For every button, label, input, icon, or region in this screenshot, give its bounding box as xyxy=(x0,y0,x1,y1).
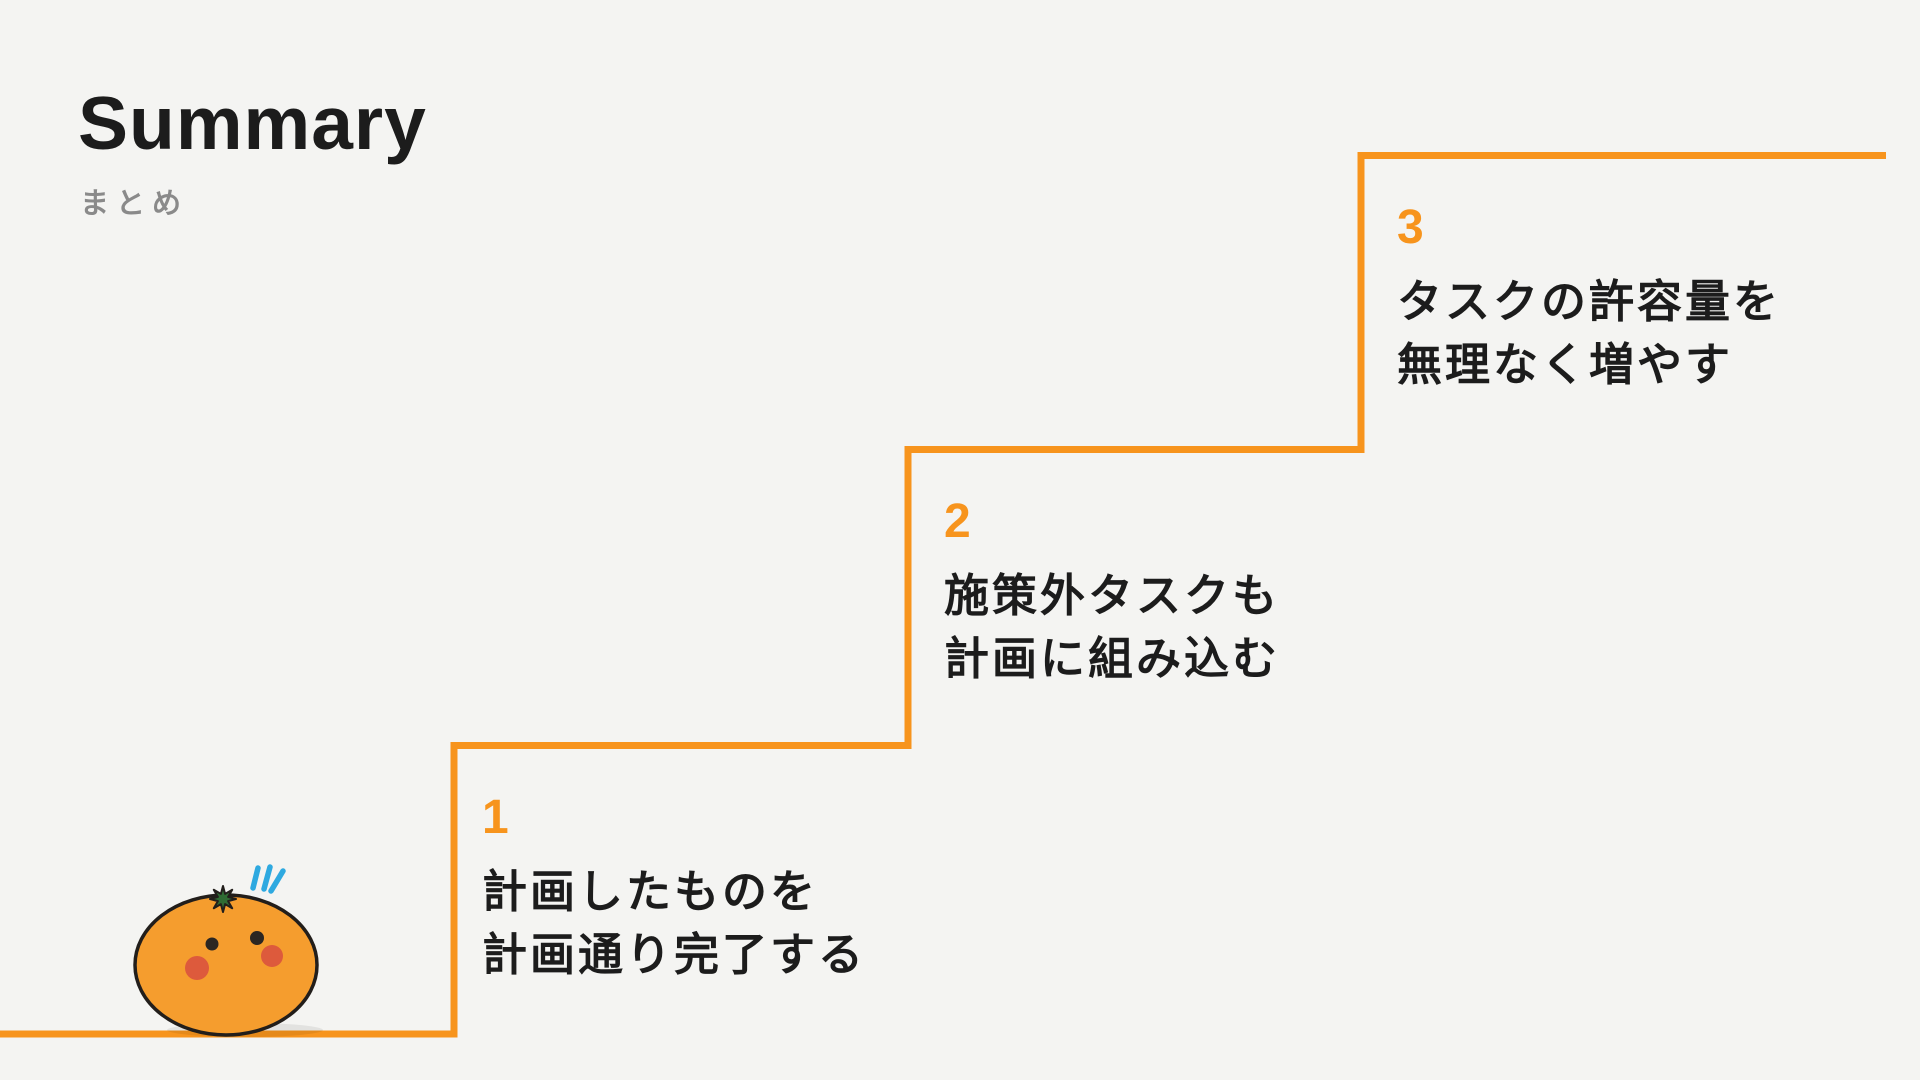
step-3-line-2: 無理なく増やす xyxy=(1397,339,1734,390)
step-1-line-1: 計画したものを xyxy=(482,866,819,917)
step-1: 1 計画したものを 計画通り完了する xyxy=(482,790,866,986)
step-3-number: 3 xyxy=(1397,201,1424,254)
step-3-text: タスクの許容量を 無理なく増やす xyxy=(1397,270,1781,396)
mandarin-mascot-icon xyxy=(133,864,323,1037)
staircase-line xyxy=(0,152,1886,1038)
right-eye-icon xyxy=(250,931,264,945)
step-2-text: 施策外タスクも 計画に組み込む xyxy=(944,564,1280,690)
step-3-line-1: タスクの許容量を xyxy=(1397,276,1782,327)
left-cheek-icon xyxy=(185,956,209,980)
step-1-line-2: 計画通り完了する xyxy=(482,929,867,980)
mandarin-body xyxy=(133,893,319,1037)
mandarin-stem-icon xyxy=(209,885,237,913)
step-1-text: 計画したものを 計画通り完了する xyxy=(482,860,866,986)
page-title: Summary xyxy=(78,81,427,165)
surprise-marks-icon xyxy=(250,864,286,894)
page-subtitle: まとめ xyxy=(80,188,189,220)
step-2-number: 2 xyxy=(944,495,971,548)
step-2: 2 施策外タスクも 計画に組み込む xyxy=(944,494,1280,690)
step-2-line-2: 計画に組み込む xyxy=(944,633,1281,684)
step-1-number: 1 xyxy=(482,791,509,844)
step-2-line-1: 施策外タスクも xyxy=(944,570,1281,621)
right-cheek-icon xyxy=(261,945,283,967)
left-eye-icon xyxy=(205,937,219,951)
step-3: 3 タスクの許容量を 無理なく増やす xyxy=(1397,200,1781,396)
